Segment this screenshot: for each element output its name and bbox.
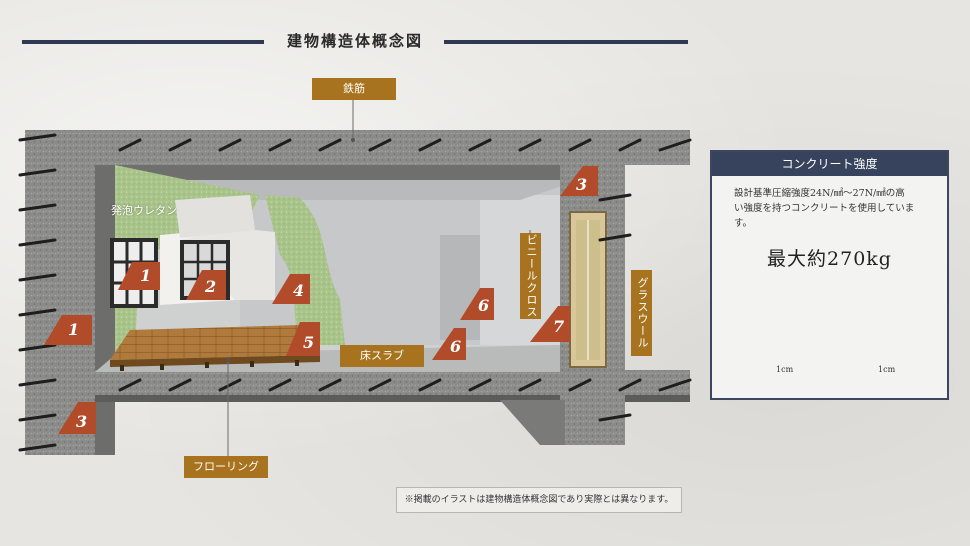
marker-number-1: 1 [68,320,80,339]
concrete-strength-heading: コンクリート強度 [712,152,947,176]
page-title: 建物構造体概念図 [286,32,423,50]
disclaimer-note: ※掲載のイラストは建物構造体概念図であり実際とは異なります。 [396,487,682,513]
marker-number-3b: 3 [76,412,88,431]
label-vinyl-cloth: ビニールクロス [520,233,541,319]
marker-number-7: 7 [553,317,565,336]
label-urethane: 発泡ウレタン [111,204,177,217]
marker-number-6a: 6 [478,296,490,315]
marker-number-5: 5 [303,333,315,352]
concrete-strength-description: 設計基準圧縮強度24N/㎟～27N/㎟の高 い強度を持つコンクリートを使用してい… [712,176,947,231]
label-rebar: 鉄筋 [312,78,396,100]
description-line-1: 設計基準圧縮強度24N/㎟～27N/㎟の高 [734,188,905,199]
marker-triangle-7 [530,306,570,342]
concrete-strength-value: 最大約270kg [767,248,892,270]
marker-triangle-3b [58,402,96,434]
marker-number-6b: 6 [450,337,462,356]
marker-triangle-1 [44,315,92,345]
marker-triangle-4 [272,274,310,304]
marker-triangle-3a [560,166,598,196]
marker-triangle-5 [286,322,320,356]
marker-triangle-2 [186,270,226,300]
marker-triangle-6a [460,288,494,320]
cube-dimension-right: 1cm [878,365,896,374]
cube-dimension-left: 1cm [776,365,794,374]
marker-triangle-1b [118,262,160,290]
concrete-strength-panel: コンクリート強度 設計基準圧縮強度24N/㎟～27N/㎟の高 い強度を持つコンク… [710,150,949,400]
title-rule-left [22,40,264,44]
label-floor-slab: 床スラブ [340,345,424,367]
description-line-2: い強度を持つコンクリートを使用しています。 [734,203,915,229]
label-flooring: フローリング [184,456,268,478]
marker-number-4: 4 [293,281,305,300]
marker-number-3a: 3 [576,175,588,194]
marker-number-2: 2 [205,277,217,296]
label-glass-wool: グラスウール [631,270,652,356]
marker-number-1b: 1 [140,266,152,285]
title-rule-right [444,40,688,44]
marker-triangle-6b [432,328,466,360]
